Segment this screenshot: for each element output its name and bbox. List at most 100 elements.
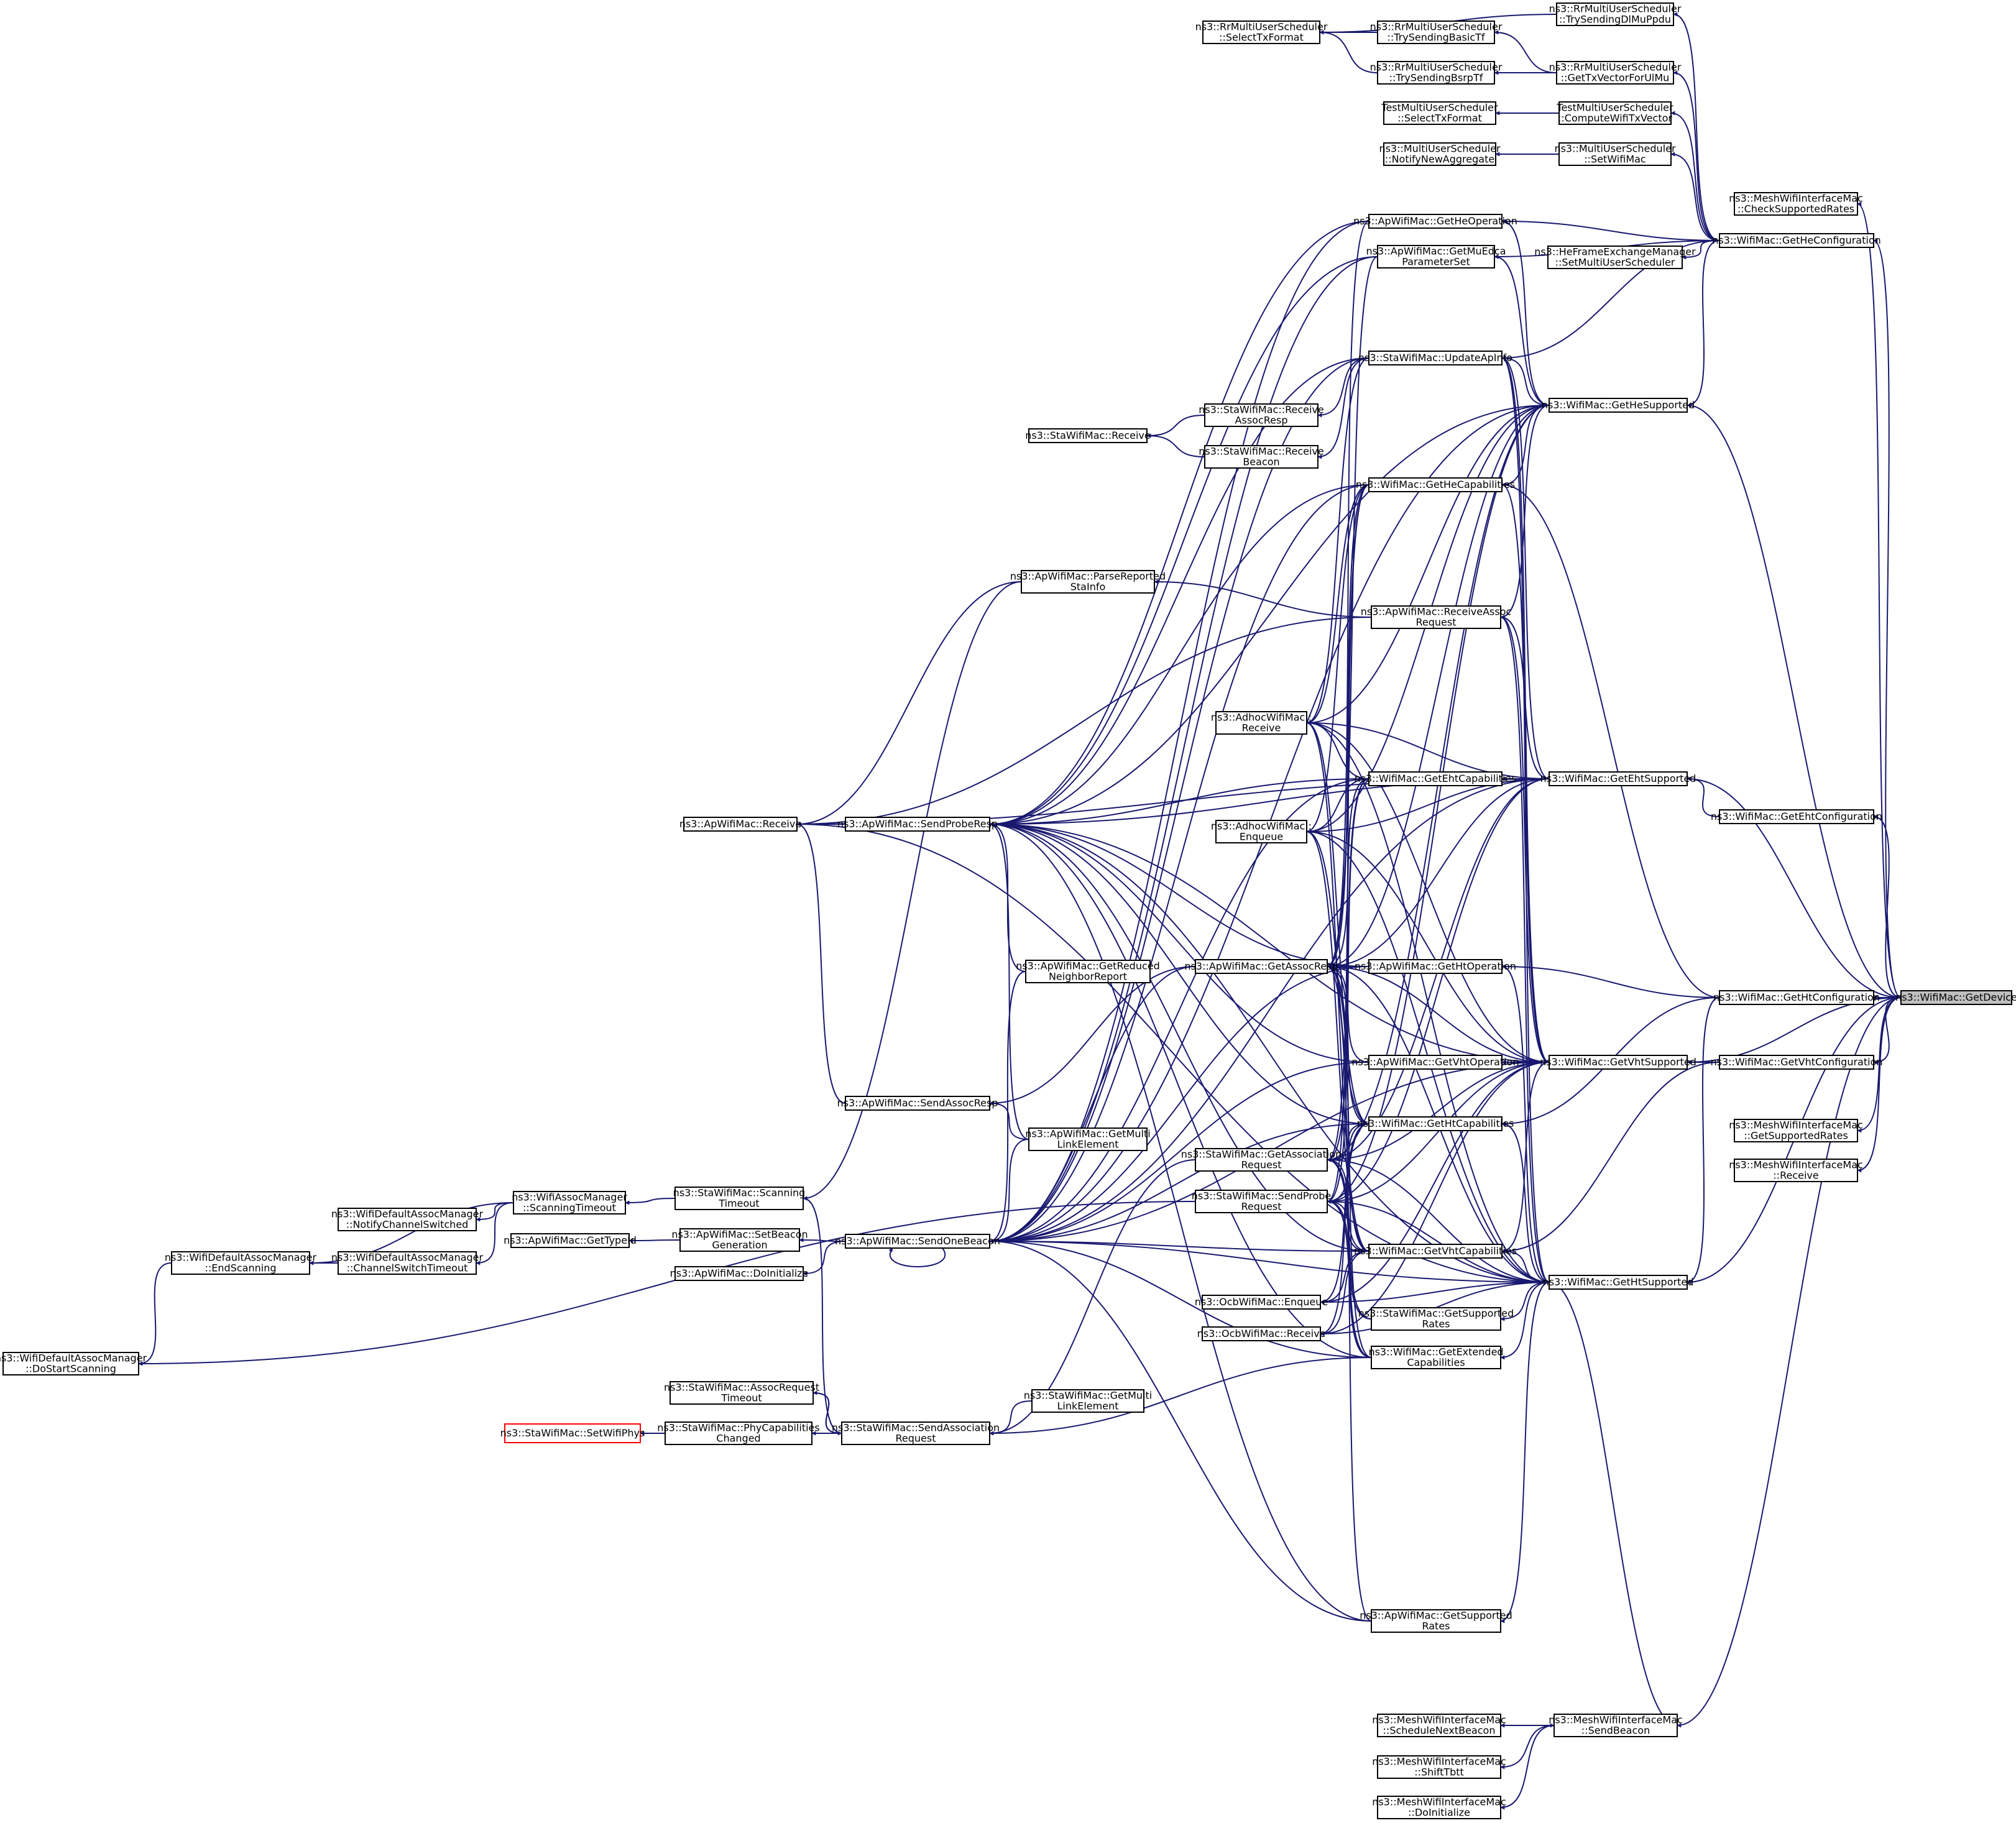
node-label: ns3::MeshWifiInterfaceMac	[1372, 1714, 1506, 1726]
node-label: ns3::WifiMac::GetEhtSupported	[1540, 773, 1696, 784]
node-meshShiftTbtt[interactable]: ns3::MeshWifiInterfaceMac::ShiftTbtt	[1372, 1755, 1506, 1779]
node-apGetSupportedRates[interactable]: ns3::ApWifiMac::GetSupportedRates	[1360, 1609, 1512, 1633]
node-muSetWifiMac[interactable]: ns3::MultiUserScheduler::SetWifiMac	[1554, 142, 1676, 166]
node-ocbReceive[interactable]: ns3::OcbWifiMac::Receive	[1197, 1326, 1326, 1341]
node-wamScanningTimeout[interactable]: ns3::WifiAssocManager::ScanningTimeout	[512, 1191, 627, 1215]
node-ehtConfig[interactable]: ns3::WifiMac::GetEhtConfiguration	[1711, 809, 1882, 824]
node-heFemSetMus[interactable]: ns3::HeFrameExchangeManager::SetMultiUse…	[1534, 246, 1696, 269]
node-label: ns3::ApWifiMac::SendOneBeacon	[835, 1235, 1000, 1247]
node-box	[683, 817, 798, 832]
node-label: Request	[1241, 1201, 1282, 1213]
node-staGetSupportedRates[interactable]: ns3::StaWifiMac::GetSupportedRates	[1358, 1307, 1514, 1331]
node-getVhtCapabilities[interactable]: ns3::WifiMac::GetVhtCapabilities	[1354, 1244, 1517, 1259]
node-getDevice[interactable]: ns3::WifiMac::GetDevice	[1895, 990, 2016, 1005]
node-apGetAssocResp[interactable]: ns3::ApWifiMac::GetAssocResp	[1184, 959, 1338, 974]
node-apGetHtOperation[interactable]: ns3::ApWifiMac::GetHtOperation	[1355, 959, 1516, 974]
call-edge-apSendProbeResp-to-getEhtCapabilities	[989, 778, 1369, 827]
node-apDoInitialize[interactable]: ns3::ApWifiMac::DoInitialize	[670, 1266, 809, 1281]
node-label: ::EndScanning	[205, 1262, 277, 1274]
node-adhocEnqueue[interactable]: ns3::AdhocWifiMac::Enqueue	[1211, 820, 1312, 843]
node-ehtSupported[interactable]: ns3::WifiMac::GetEhtSupported	[1540, 771, 1696, 786]
node-apSendOneBeacon[interactable]: ns3::ApWifiMac::SendOneBeacon	[835, 1234, 1000, 1249]
node-meshReceive[interactable]: ns3::MeshWifiInterfaceMac::Receive	[1729, 1159, 1863, 1182]
node-box	[1195, 1190, 1328, 1213]
node-htConfig[interactable]: ns3::WifiMac::GetHtConfiguration	[1713, 990, 1880, 1005]
node-getHeCapabilities[interactable]: ns3::WifiMac::GetHeCapabilities	[1356, 477, 1515, 492]
node-meshScheduleNextBeacon[interactable]: ns3::MeshWifiInterfaceMac::ScheduleNextB…	[1372, 1714, 1506, 1737]
node-apGetHeOperation[interactable]: ns3::ApWifiMac::GetHeOperation	[1353, 214, 1517, 229]
node-apGetTypeId[interactable]: ns3::ApWifiMac::GetTypeId	[504, 1233, 637, 1248]
node-vhtConfig[interactable]: ns3::WifiMac::GetVhtConfiguration	[1711, 1055, 1883, 1070]
node-rrTrySendingDlMuPpdu[interactable]: ns3::RrMultiUserScheduler::TrySendingDlM…	[1549, 2, 1682, 26]
node-rrTrySendingBasicTf[interactable]: ns3::RrMultiUserScheduler::TrySendingBas…	[1370, 21, 1503, 44]
call-edge-staUpdateApInfo-to-htSupported	[1501, 356, 1550, 1283]
node-staScanningTimeout[interactable]: ns3::StaWifiMac::ScanningTimeout	[673, 1187, 806, 1210]
node-rrSelectTxFormat[interactable]: ns3::RrMultiUserScheduler::SelectTxForma…	[1195, 21, 1328, 44]
node-meshDoInitialize[interactable]: ns3::MeshWifiInterfaceMac::DoInitialize	[1372, 1796, 1506, 1819]
edge-path	[1687, 403, 1902, 998]
node-wdamEndScanning[interactable]: ns3::WifiDefaultAssocManager::EndScannin…	[165, 1251, 317, 1275]
edge-path	[989, 971, 1026, 1244]
node-wdamNotifyChannelSwitched[interactable]: ns3::WifiDefaultAssocManager::NotifyChan…	[331, 1208, 484, 1231]
node-testComputeTxVector[interactable]: TestMultiUserScheduler::ComputeWifiTxVec…	[1556, 101, 1673, 125]
edge-path	[1154, 579, 1372, 618]
node-wdamDoStartScanning[interactable]: ns3::WifiDefaultAssocManager::DoStartSca…	[0, 1352, 147, 1375]
node-heSupported[interactable]: ns3::WifiMac::GetHeSupported	[1542, 398, 1695, 413]
node-apReceive[interactable]: ns3::ApWifiMac::Receive	[679, 817, 801, 832]
node-vhtSupported[interactable]: ns3::WifiMac::GetVhtSupported	[1540, 1055, 1696, 1070]
call-edge-apSendProbeResp-to-apGetMuEdca	[989, 256, 1378, 827]
node-testSelectTxFormat[interactable]: TestMultiUserScheduler::SelectTxFormat	[1381, 101, 1498, 125]
node-box	[1719, 990, 1874, 1005]
call-edge-apSendOneBeacon-to-getHtCapabilities	[989, 1123, 1369, 1244]
node-htSupported[interactable]: ns3::WifiMac::GetHtSupported	[1543, 1275, 1694, 1290]
node-meshGetRates[interactable]: ns3::MeshWifiInterfaceMac::GetSupportedR…	[1729, 1119, 1863, 1142]
node-staSetWifiPhys[interactable]: ns3::StaWifiMac::SetWifiPhys	[500, 1423, 645, 1443]
node-apGetVhtOperation[interactable]: ns3::ApWifiMac::GetVhtOperation	[1351, 1055, 1519, 1070]
call-edge-apReceive-to-htSupported	[796, 822, 1550, 1283]
node-wdamChannelSwitchTimeout[interactable]: ns3::WifiDefaultAssocManager::ChannelSwi…	[331, 1251, 484, 1275]
call-edge-rrTrySendingDlMuPpdu-to-heConfig	[1673, 12, 1720, 241]
call-edge-apSetBeaconGeneration-to-apSendOneBeacon	[799, 1238, 846, 1242]
node-heConfig[interactable]: ns3::WifiMac::GetHeConfiguration	[1712, 233, 1881, 248]
edge-path	[989, 405, 1550, 827]
node-muNotifyNewAggregate[interactable]: ns3::MultiUserScheduler::NotifyNewAggreg…	[1379, 142, 1501, 166]
node-adhocReceive[interactable]: ns3::AdhocWifiMac::Receive	[1211, 711, 1312, 735]
node-box	[1377, 21, 1495, 44]
node-rrTrySendingBsrpTf[interactable]: ns3::RrMultiUserScheduler::TrySendingBsr…	[1370, 61, 1503, 85]
node-rrGetTxVector[interactable]: ns3::RrMultiUserScheduler::GetTxVectorFo…	[1549, 61, 1682, 85]
call-edge-getHtCapabilities-to-htSupported	[1501, 1121, 1550, 1283]
node-getHtCapabilities[interactable]: ns3::WifiMac::GetHtCapabilities	[1357, 1116, 1514, 1131]
node-staUpdateApInfo[interactable]: ns3::StaWifiMac::UpdateApInfo	[1358, 351, 1512, 365]
node-getEhtCapabilities[interactable]: ns3::WifiMac::GetEhtCapabilities	[1355, 771, 1517, 786]
edge-path	[989, 1101, 1029, 1140]
node-staReceive[interactable]: ns3::StaWifiMac::Receive	[1025, 428, 1151, 443]
node-meshCheckRates[interactable]: ns3::MeshWifiInterfaceMac::CheckSupporte…	[1729, 192, 1863, 216]
edge-path	[1327, 256, 1378, 969]
edge-path	[1320, 1062, 1550, 1336]
node-label: ns3::MeshWifiInterfaceMac	[1729, 193, 1863, 204]
node-meshSendBeacon[interactable]: ns3::MeshWifiInterfaceMac::SendBeacon	[1549, 1714, 1683, 1737]
call-edge-apSendProbeResp-to-apGetMultiLink	[989, 822, 1029, 1140]
call-edge-staSendAssocRequest-to-staGetAssocRequest	[989, 1159, 1196, 1436]
edge-path	[989, 1139, 1029, 1244]
node-box	[1377, 1796, 1501, 1819]
node-apSendProbeResp[interactable]: ns3::ApWifiMac::SendProbeResp	[837, 817, 998, 832]
node-apSendAssocResp[interactable]: ns3::ApWifiMac::SendAssocResp	[837, 1096, 998, 1111]
edge-path	[989, 822, 1550, 1063]
node-ocbEnqueue[interactable]: ns3::OcbWifiMac::Enqueue	[1195, 1295, 1328, 1310]
